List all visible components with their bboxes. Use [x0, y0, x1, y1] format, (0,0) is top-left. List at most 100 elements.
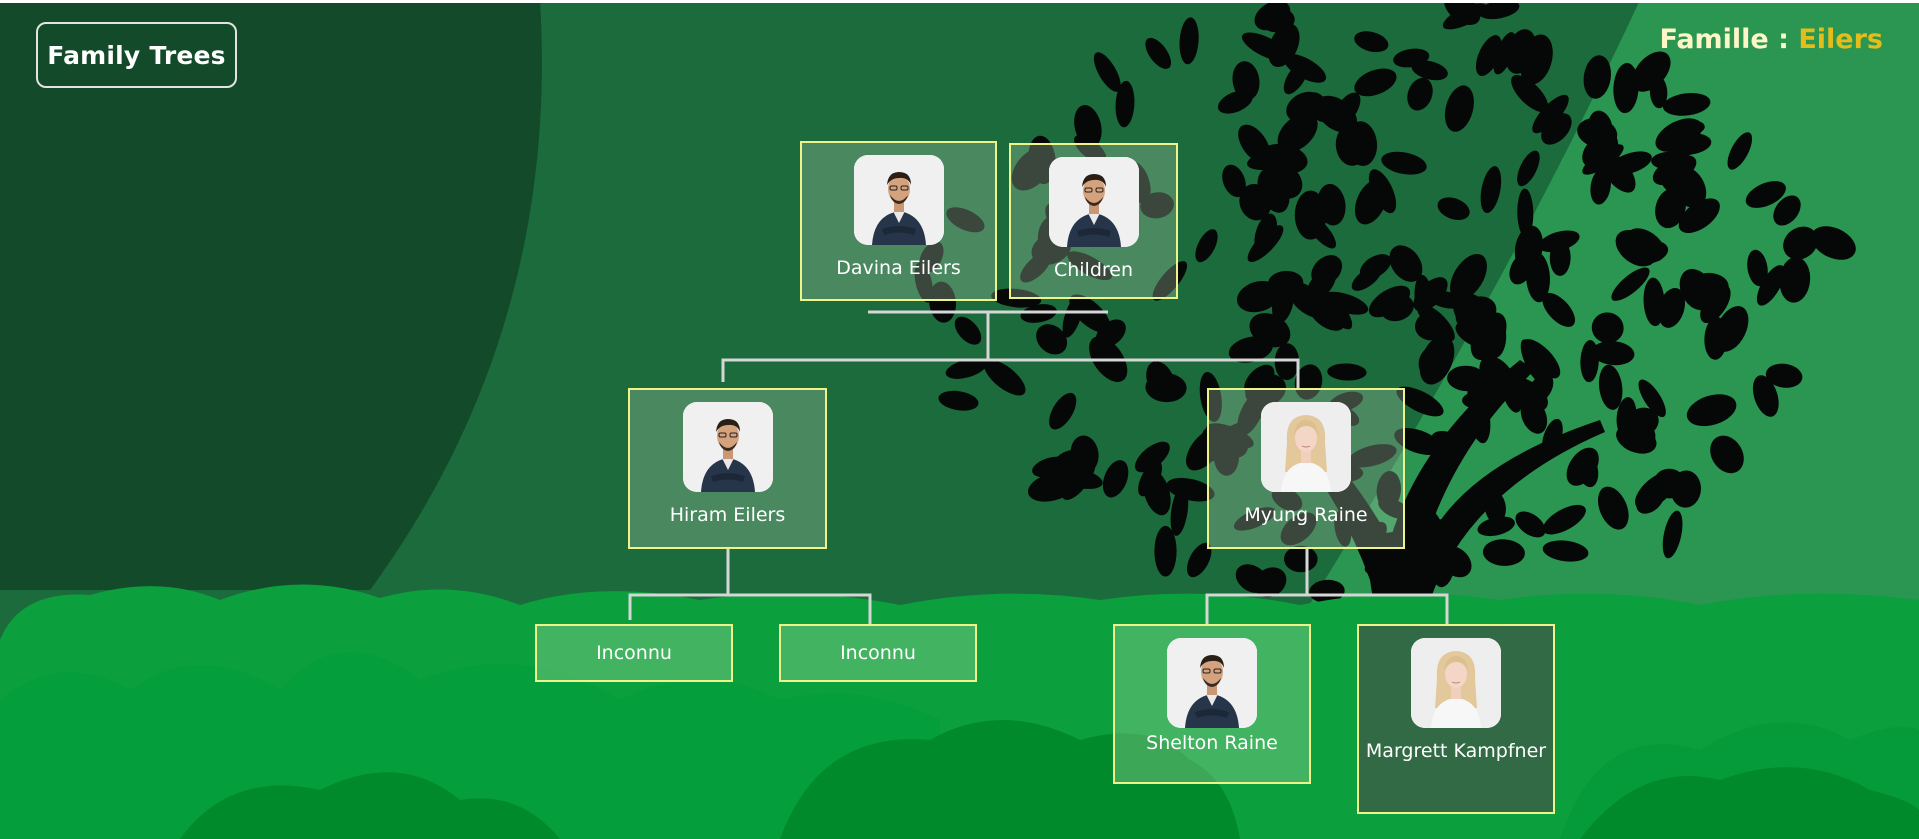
dark-circle-shape: [0, 0, 542, 590]
leaf: [1444, 85, 1474, 132]
leaf: [1710, 435, 1744, 474]
leaf: [1233, 507, 1276, 531]
person-card-unknown-1[interactable]: Inconnu: [535, 624, 733, 682]
family-name: Eilers: [1798, 24, 1883, 55]
leaf: [1095, 319, 1126, 348]
leaf: [1394, 428, 1442, 455]
person-card-margrett[interactable]: Margrett Kampfner: [1357, 624, 1555, 814]
leaf: [1616, 424, 1657, 454]
leaf: [946, 207, 985, 233]
leaf: [1756, 265, 1785, 306]
person-card-myung[interactable]: Myung Raine: [1207, 388, 1405, 549]
leaf: [1765, 363, 1803, 388]
leaf: [1334, 510, 1352, 547]
leaf: [1611, 267, 1650, 301]
leaf: [1247, 225, 1284, 262]
leaf: [1238, 124, 1271, 163]
leaf: [1283, 61, 1309, 95]
leaf: [1067, 251, 1112, 281]
person-name: Myung Raine: [1244, 504, 1368, 526]
leaf: [1354, 179, 1388, 225]
person-name: Inconnu: [596, 642, 672, 664]
leaf: [1020, 252, 1052, 283]
leaf: [1411, 60, 1448, 81]
leaf: [1152, 261, 1188, 301]
leaf: [1590, 168, 1611, 205]
person-card-hiram[interactable]: Hiram Eilers: [628, 388, 827, 549]
leaf: [1643, 277, 1665, 327]
leaf: [1626, 228, 1665, 262]
leaf: [1412, 519, 1462, 553]
leaf: [1442, 3, 1487, 30]
leaf: [1501, 373, 1523, 413]
leaf: [1134, 441, 1170, 473]
leaf: [1277, 113, 1318, 153]
bush-mid: [0, 652, 940, 839]
woman-portrait-icon: [1261, 402, 1351, 492]
leaf: [1396, 386, 1444, 417]
leaf: [1354, 31, 1389, 53]
leaf: [1311, 255, 1343, 286]
leaf: [1335, 124, 1368, 166]
leaf: [1520, 34, 1553, 85]
leaf: [1368, 285, 1411, 318]
leaf: [1378, 497, 1411, 520]
leaf: [1783, 226, 1818, 260]
leaf: [1655, 118, 1703, 152]
leaf: [1138, 460, 1163, 497]
leaf: [1655, 188, 1686, 229]
leaf: [1588, 110, 1613, 147]
leaf: [1280, 512, 1317, 546]
leaf: [1381, 151, 1427, 175]
leaf: [1678, 198, 1720, 234]
person-name: Children: [1053, 259, 1134, 281]
leaf: [1145, 37, 1172, 69]
person-card-children[interactable]: Children: [1009, 143, 1178, 299]
bush-front-left: [180, 772, 560, 839]
leaf: [1439, 546, 1472, 578]
person-card-shelton[interactable]: Shelton Raine: [1113, 624, 1311, 784]
tree-leaves: [914, 0, 1856, 603]
family-trees-label: Family Trees: [47, 40, 226, 70]
leaf: [1274, 343, 1300, 381]
leaf: [1532, 94, 1569, 134]
leaf: [1093, 52, 1121, 92]
family-title-prefix: Famille :: [1659, 24, 1799, 55]
leaf: [1239, 184, 1272, 221]
leaf: [1294, 190, 1327, 240]
leaf: [1480, 166, 1502, 214]
leaf: [1549, 239, 1571, 276]
leaf: [1542, 418, 1563, 456]
leaf: [1294, 364, 1323, 400]
person-card-unknown-2[interactable]: Inconnu: [779, 624, 977, 682]
leaf: [1583, 55, 1612, 99]
leaf: [1636, 486, 1665, 514]
leaf: [1597, 486, 1629, 530]
leaf: [1450, 253, 1487, 301]
leaf: [1284, 545, 1318, 573]
leaf: [983, 359, 1026, 396]
leaf: [1752, 375, 1779, 417]
leaf: [1727, 132, 1753, 170]
bush-front-right: [1580, 767, 1919, 839]
leaf: [1662, 93, 1711, 116]
leaf: [1520, 339, 1545, 383]
leaf: [1580, 340, 1599, 383]
leaf: [1700, 284, 1731, 324]
leaf: [1704, 316, 1728, 360]
family-trees-button[interactable]: Family Trees: [36, 22, 237, 88]
leaf: [1186, 428, 1224, 471]
person-name: Hiram Eilers: [669, 504, 786, 526]
leaf: [1333, 92, 1361, 127]
leaf: [1598, 364, 1623, 410]
leaf: [1324, 295, 1353, 330]
leaf: [938, 390, 979, 411]
leaf: [1591, 341, 1635, 366]
person-card-davina[interactable]: Davina Eilers: [800, 141, 997, 301]
leaf: [1199, 371, 1222, 422]
leaf: [1649, 75, 1668, 109]
person-name: Davina Eilers: [836, 257, 961, 279]
leaf: [1245, 373, 1286, 408]
leaf: [1260, 8, 1295, 33]
